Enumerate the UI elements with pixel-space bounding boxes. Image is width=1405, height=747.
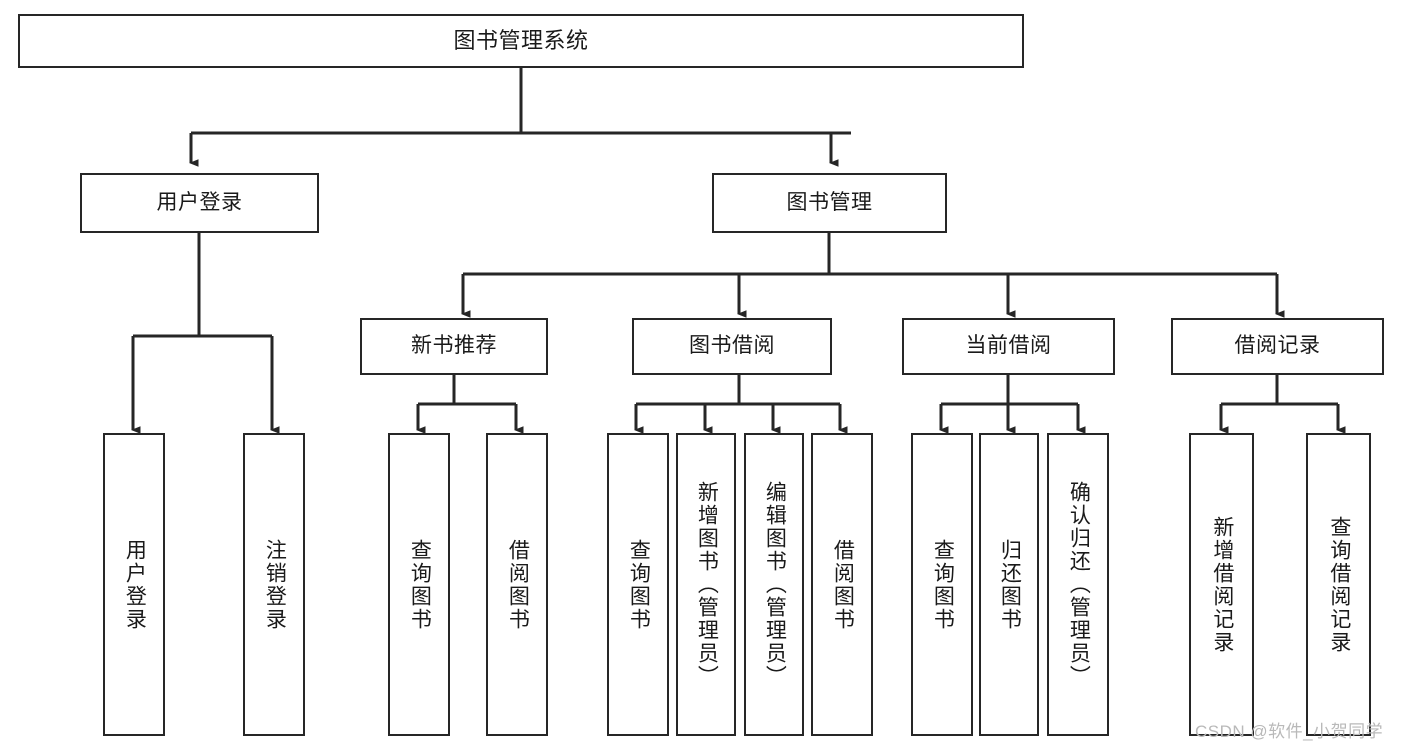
node-label: 图书管理系统 [453, 28, 589, 54]
leaf-query-book-borrow[interactable]: 查询图书 [607, 433, 669, 736]
leaf-query-book-current[interactable]: 查询图书 [911, 433, 973, 736]
node-label: 借阅图书 [506, 538, 530, 631]
node-label: 借阅记录 [1234, 334, 1321, 358]
leaf-borrow-book[interactable]: 借阅图书 [811, 433, 873, 736]
node-new-book-recommend[interactable]: 新书推荐 [360, 318, 548, 375]
node-label: 用户登录 [123, 538, 147, 631]
node-label: 用户登录 [156, 190, 243, 214]
node-label: 新增借阅记录 [1210, 515, 1234, 654]
node-current-borrow[interactable]: 当前借阅 [902, 318, 1115, 375]
node-label: 当前借阅 [965, 334, 1052, 358]
leaf-add-book-admin[interactable]: 新增图书（管理员） [676, 433, 736, 736]
node-label: 注销登录 [263, 538, 287, 631]
node-label: 查询图书 [627, 538, 651, 631]
node-label: 归还图书 [998, 538, 1022, 631]
node-label: 查询借阅记录 [1327, 515, 1351, 654]
node-label: 确认归还（管理员） [1067, 481, 1091, 688]
node-label: 图书管理 [786, 190, 873, 214]
leaf-query-borrow-record[interactable]: 查询借阅记录 [1306, 433, 1371, 736]
node-label: 新书推荐 [411, 334, 497, 358]
node-borrow-record[interactable]: 借阅记录 [1171, 318, 1384, 375]
leaf-logout[interactable]: 注销登录 [243, 433, 305, 736]
leaf-query-book-recommend[interactable]: 查询图书 [388, 433, 450, 736]
leaf-edit-book-admin[interactable]: 编辑图书（管理员） [744, 433, 804, 736]
leaf-return-book[interactable]: 归还图书 [979, 433, 1039, 736]
node-label: 借阅图书 [831, 538, 855, 631]
leaf-confirm-return-admin[interactable]: 确认归还（管理员） [1047, 433, 1109, 736]
node-label: 新增图书（管理员） [695, 481, 719, 688]
node-label: 查询图书 [931, 538, 955, 631]
node-label: 查询图书 [408, 538, 432, 631]
node-root-system[interactable]: 图书管理系统 [18, 14, 1024, 68]
csdn-watermark: CSDN @软件_小贺同学 [1195, 722, 1384, 741]
leaf-borrow-book-recommend[interactable]: 借阅图书 [486, 433, 548, 736]
node-book-borrow[interactable]: 图书借阅 [632, 318, 832, 375]
node-label: 图书借阅 [689, 334, 775, 358]
node-label: 编辑图书（管理员） [763, 481, 787, 688]
node-book-management[interactable]: 图书管理 [712, 173, 947, 233]
node-user-login[interactable]: 用户登录 [80, 173, 319, 233]
leaf-add-borrow-record[interactable]: 新增借阅记录 [1189, 433, 1254, 736]
leaf-user-login[interactable]: 用户登录 [103, 433, 165, 736]
